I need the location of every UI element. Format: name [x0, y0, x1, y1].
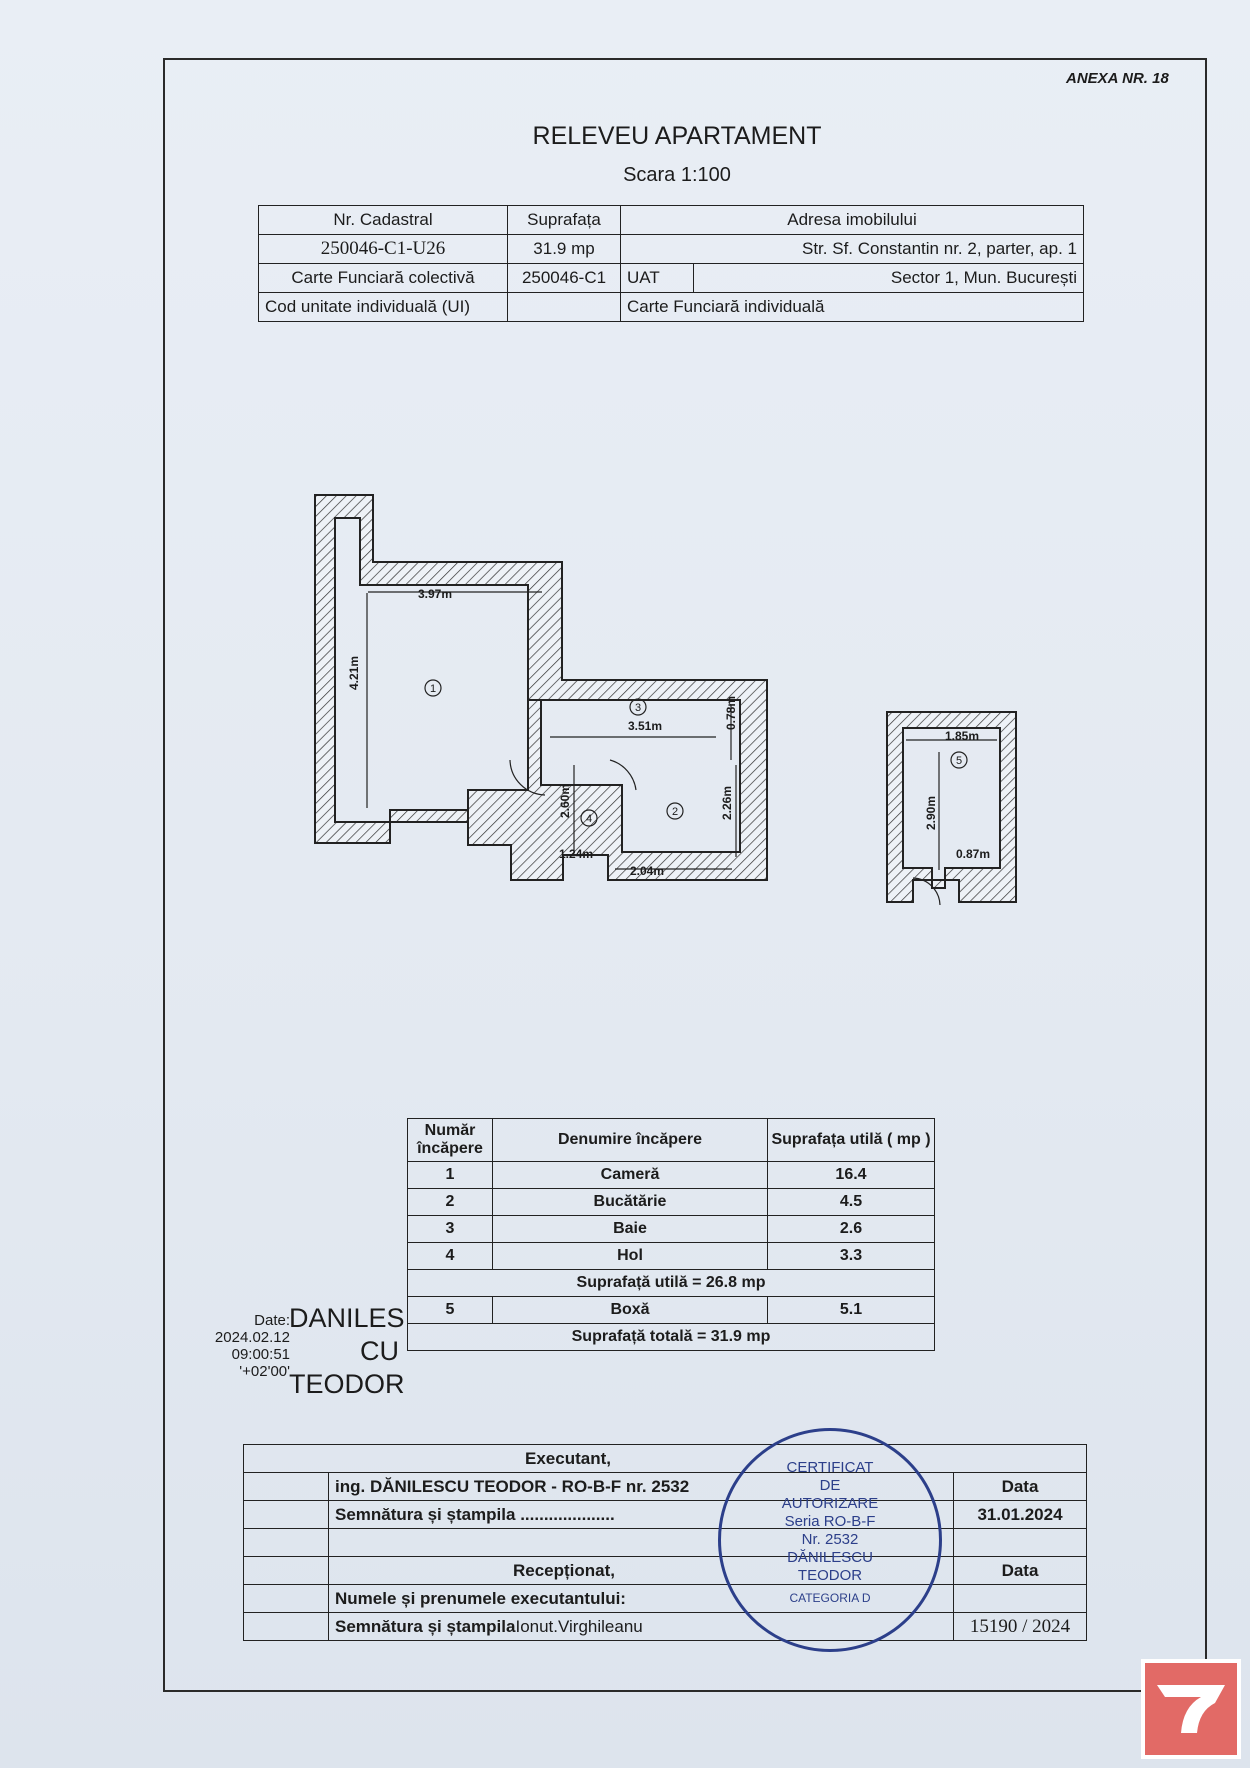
rooms-header-nr: Număr încăpere	[407, 1118, 493, 1162]
blank-cell	[243, 1472, 329, 1501]
digital-signature-meta: Date: 2024.02.12 09:00:51 '+02'00'	[190, 1300, 290, 1380]
cf-colectiva-value: 250046-C1	[507, 263, 621, 293]
room-area: 2.6	[767, 1215, 935, 1243]
cf-colectiva-label: Carte Funciară colectivă	[258, 263, 508, 293]
room-area: 16.4	[767, 1161, 935, 1189]
room-nr: 2	[407, 1188, 493, 1216]
room-name: Bucătărie	[492, 1188, 768, 1216]
cod-ui-label: Cod unitate individuală (UI)	[258, 292, 508, 322]
rooms-header-name: Denumire încăpere	[492, 1118, 768, 1162]
sign-label-2: Semnătura și ștampila	[335, 1616, 516, 1636]
data-label: Data	[953, 1472, 1087, 1501]
scale-label: Scara 1:100	[623, 164, 731, 186]
blank-cell	[243, 1584, 329, 1613]
stamp-line: TEODOR	[797, 1567, 863, 1584]
blank-cell	[243, 1528, 329, 1557]
room-area: 4.5	[767, 1188, 935, 1216]
registration-number: 15190 / 2024	[953, 1612, 1087, 1641]
adresa-value: Str. Sf. Constantin nr. 2, parter, ap. 1	[620, 234, 1084, 264]
grand-total: Suprafață totală = 31.9 mp	[407, 1323, 935, 1351]
uat-label: UAT	[620, 263, 694, 293]
blank-cell	[953, 1528, 1087, 1557]
sig-date: 2024.02.12	[214, 1329, 290, 1346]
stamp-line: Seria RO-B-F	[784, 1513, 876, 1530]
receiver-name: Ionut.Virghileanu	[515, 1616, 643, 1636]
room-nr: 3	[407, 1215, 493, 1243]
room-area: 3.3	[767, 1242, 935, 1270]
rooms-table: Număr încăpere Denumire încăpere Suprafa…	[407, 1118, 935, 1351]
sign-label: Semnătura și ștampila	[335, 1504, 516, 1524]
page-title: RELEVEU APARTAMENT	[532, 122, 822, 150]
stamp-line: DE	[819, 1477, 841, 1494]
table-row: 4 Hol 3.3	[407, 1242, 935, 1270]
util-total: Suprafață utilă = 26.8 mp	[407, 1269, 935, 1297]
table-row: 1 Cameră 16.4	[407, 1161, 935, 1189]
sig-time: 09:00:51	[231, 1346, 290, 1363]
room-name: Cameră	[492, 1161, 768, 1189]
table-row: 3 Baie 2.6	[407, 1215, 935, 1243]
nr-cadastral-value: 250046-C1-U26	[258, 234, 508, 264]
adresa-label: Adresa imobilului	[620, 205, 1084, 235]
stamp-line: Nr. 2532	[801, 1531, 859, 1548]
nr-cadastral-label: Nr. Cadastral	[258, 205, 508, 235]
stamp-line: DĂNILESCU	[787, 1549, 873, 1566]
document-frame	[163, 58, 1207, 1692]
cod-ui-value	[507, 292, 621, 322]
cadastral-table: Nr. Cadastral Suprafața Adresa imobilulu…	[258, 205, 1084, 322]
stamp-line: CATEGORIA D	[789, 1591, 871, 1605]
digital-signature-name: DANILES CU TEODOR	[289, 1302, 405, 1401]
room-name: Boxă	[492, 1296, 768, 1324]
stamp-line: AUTORIZARE	[781, 1495, 879, 1512]
executant-heading: Executant,	[243, 1444, 1087, 1473]
room-nr: 1	[407, 1161, 493, 1189]
table-row: 2 Bucătărie 4.5	[407, 1188, 935, 1216]
authorization-stamp: CERTIFICAT DE AUTORIZARE Seria RO-B-F Nr…	[718, 1428, 942, 1652]
room-area: 5.1	[767, 1296, 935, 1324]
blank-cell	[243, 1500, 329, 1529]
room-name: Hol	[492, 1242, 768, 1270]
blank-cell	[953, 1584, 1087, 1613]
exec-date: 31.01.2024	[953, 1500, 1087, 1529]
rooms-header-area: Suprafața utilă ( mp )	[767, 1118, 935, 1162]
stamp-line: CERTIFICAT	[786, 1459, 874, 1476]
room-name: Baie	[492, 1215, 768, 1243]
cf-individuala-label: Carte Funciară individuală	[620, 292, 1084, 322]
executant-table: Executant, ing. DĂNILESCU TEODOR - RO-B-…	[243, 1444, 1087, 1641]
table-row: 5 Boxă 5.1	[407, 1296, 935, 1324]
sig-date-label: Date:	[254, 1312, 290, 1329]
app-logo-icon	[1141, 1659, 1241, 1759]
sig-name-line: TEODOR	[289, 1369, 405, 1399]
blank-cell	[243, 1612, 329, 1641]
uat-value: Sector 1, Mun. București	[693, 263, 1084, 293]
suprafata-value: 31.9 mp	[507, 234, 621, 264]
room-nr: 4	[407, 1242, 493, 1270]
suprafata-label: Suprafața	[507, 205, 621, 235]
annex-number: ANEXA NR. 18	[1066, 70, 1169, 87]
data-label-2: Data	[953, 1556, 1087, 1585]
room-nr: 5	[407, 1296, 493, 1324]
sig-name-line: DANILES	[289, 1303, 405, 1333]
sig-tz: '+02'00'	[239, 1363, 290, 1380]
dotted-line: ....................	[520, 1504, 615, 1524]
sig-name-line: CU	[360, 1336, 399, 1366]
blank-cell	[243, 1556, 329, 1585]
